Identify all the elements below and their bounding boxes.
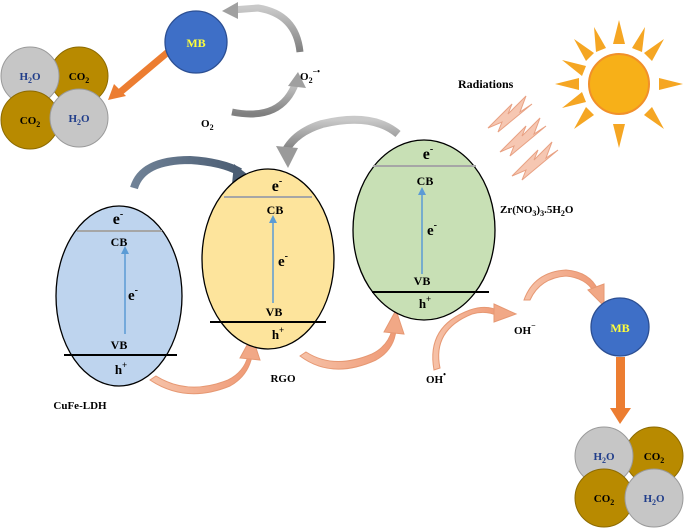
bolt-icon (511, 141, 559, 181)
radiation-bolts (487, 95, 559, 181)
sun-icon (555, 20, 683, 148)
product-h2o: H2O (19, 71, 41, 85)
zr-particle (352, 139, 496, 321)
cufe-ldh-particle (55, 205, 183, 387)
mb-bottom-label: MB (610, 321, 629, 335)
ldh-electron: e- (128, 285, 138, 304)
ldh-cb-electron: e- (113, 209, 123, 228)
gray-cycle-arrows (222, 2, 401, 168)
rgo-electron: e- (278, 251, 288, 270)
zr-vb-label: VB (414, 274, 431, 288)
bolt-icon (487, 95, 533, 133)
oh-radical-label: OH• (426, 370, 446, 386)
rgo-cb-label: CB (267, 203, 284, 217)
o2-label: O2 (201, 118, 214, 132)
product-co2: CO2 (69, 71, 90, 85)
rgo-vb-hole: h+ (272, 325, 284, 342)
mb-bottom (590, 297, 650, 357)
product-co2: CO2 (594, 493, 615, 507)
orange-arrows (108, 49, 631, 424)
product-co2: CO2 (644, 451, 665, 465)
product-h2o: H2O (593, 451, 615, 465)
zr-cb-electron: e- (423, 144, 433, 163)
superoxide-label: O2−• (300, 67, 320, 85)
product-co2: CO2 (20, 115, 41, 129)
product-h2o: H2O (68, 113, 90, 127)
ldh-vb-hole: h+ (115, 360, 127, 377)
rgo-cb-electron: e- (272, 176, 282, 195)
rgo-particle (201, 168, 335, 350)
zr-vb-hole: h+ (419, 294, 431, 311)
hydroxide-label: OH− (514, 321, 536, 337)
ldh-label: CuFe-LDH (53, 400, 107, 412)
products-top-left (0, 46, 109, 150)
salmon-arrows (149, 269, 605, 395)
zr-label: Zr(NO3)3.5H2O (500, 204, 574, 218)
bolt-icon (499, 117, 547, 157)
products-bottom-right (574, 426, 684, 528)
ldh-vb-label: VB (111, 338, 128, 352)
zr-electron: e- (427, 220, 437, 239)
mb-top-label: MB (186, 36, 205, 50)
radiations-label: Radiations (458, 77, 514, 91)
mb-top (164, 10, 228, 74)
zr-cb-label: CB (417, 174, 434, 188)
rgo-vb-label: VB (266, 305, 283, 319)
rgo-label: RGO (270, 373, 296, 385)
ldh-cb-label: CB (111, 235, 128, 249)
product-h2o: H2O (643, 493, 665, 507)
